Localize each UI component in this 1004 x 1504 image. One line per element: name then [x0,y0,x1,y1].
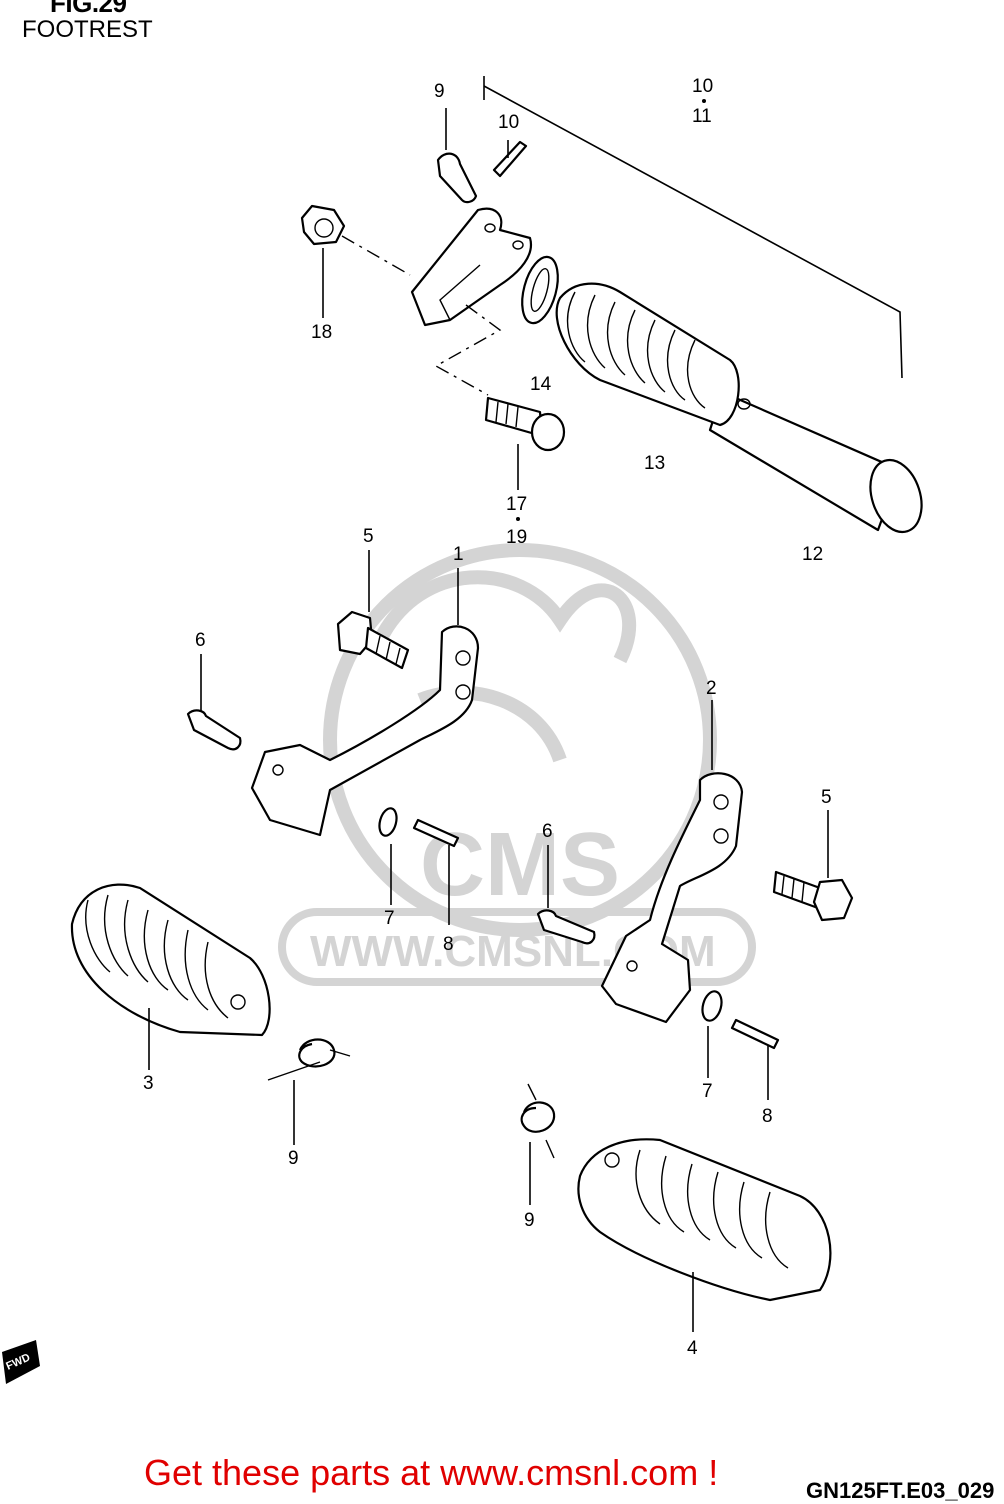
bolt-5-left [336,550,410,670]
part-label-16: 10 [498,112,519,133]
bolt-5-right [772,810,854,922]
part-label-17: 17 [506,494,527,515]
nut-18 [300,204,346,318]
part-label-9-right: 9 [524,1210,535,1231]
washer-14 [521,255,559,325]
part-label-11: 11 [692,106,712,127]
part-label-3: 3 [143,1073,154,1094]
footrest-bracket-1 [250,568,480,837]
figure-subtitle: FOOTREST [22,16,153,43]
part-label-14: 14 [530,374,552,395]
part-label-6-right: 6 [542,821,553,842]
footrest-holder-bracket [341,207,533,396]
part-label-4: 4 [687,1338,698,1359]
part-label-19: 19 [506,527,527,548]
diagram-code: GN125FT.E03_029 [806,1478,995,1503]
figure-title: FIG.29 [50,0,127,18]
part-label-18: 18 [311,322,332,343]
part-label-9-left: 9 [288,1148,299,1169]
washer-7-left [378,807,398,905]
part-label-5-left: 5 [363,526,374,547]
fwd-direction-marker: FWD [2,1340,40,1384]
part-label-8-right: 8 [762,1106,773,1127]
footrest-rubber-3 [70,883,271,1070]
bolt-17 [484,396,566,521]
footrest-rubber-13 [555,282,740,427]
part-label-6-left: 6 [195,630,206,651]
get-parts-link[interactable]: Get these parts at www.cmsnl.com ! [144,1452,719,1493]
part-labels: 9 10 10 11 18 14 13 17 19 12 5 1 6 2 5 6… [143,76,832,1359]
spring-9-right [520,1083,556,1205]
part-label-1: 1 [453,544,464,565]
part-label-15: 9 [434,81,445,102]
footrest-rubber-4 [577,1138,832,1332]
cms-watermark-logo: CMS WWW.CMSNL.COM [278,543,756,986]
footrest-bar-assembly-bracket [483,76,903,379]
part-label-5-right: 5 [821,787,832,808]
footrest-bar-12 [708,390,923,534]
pin-15 [436,108,478,204]
part-label-13: 13 [644,453,665,474]
part-label-10: 10 [692,76,713,97]
pin-6-left [186,654,242,751]
washer-7-right [701,990,723,1078]
watermark-brand: CMS [420,815,620,915]
part-label-8-left: 8 [443,934,454,955]
footrest-bracket-2 [600,700,744,1024]
cotter-pin-8-left [412,818,460,925]
cotter-pin-8-right [730,1018,780,1100]
pin-6-right [536,845,596,945]
cotter-pin-16 [492,140,528,178]
spring-9-left [267,1038,351,1145]
part-label-12: 12 [802,544,823,565]
part-label-7-left: 7 [384,908,395,929]
part-label-2: 2 [706,678,717,699]
part-label-7-right: 7 [702,1081,713,1102]
